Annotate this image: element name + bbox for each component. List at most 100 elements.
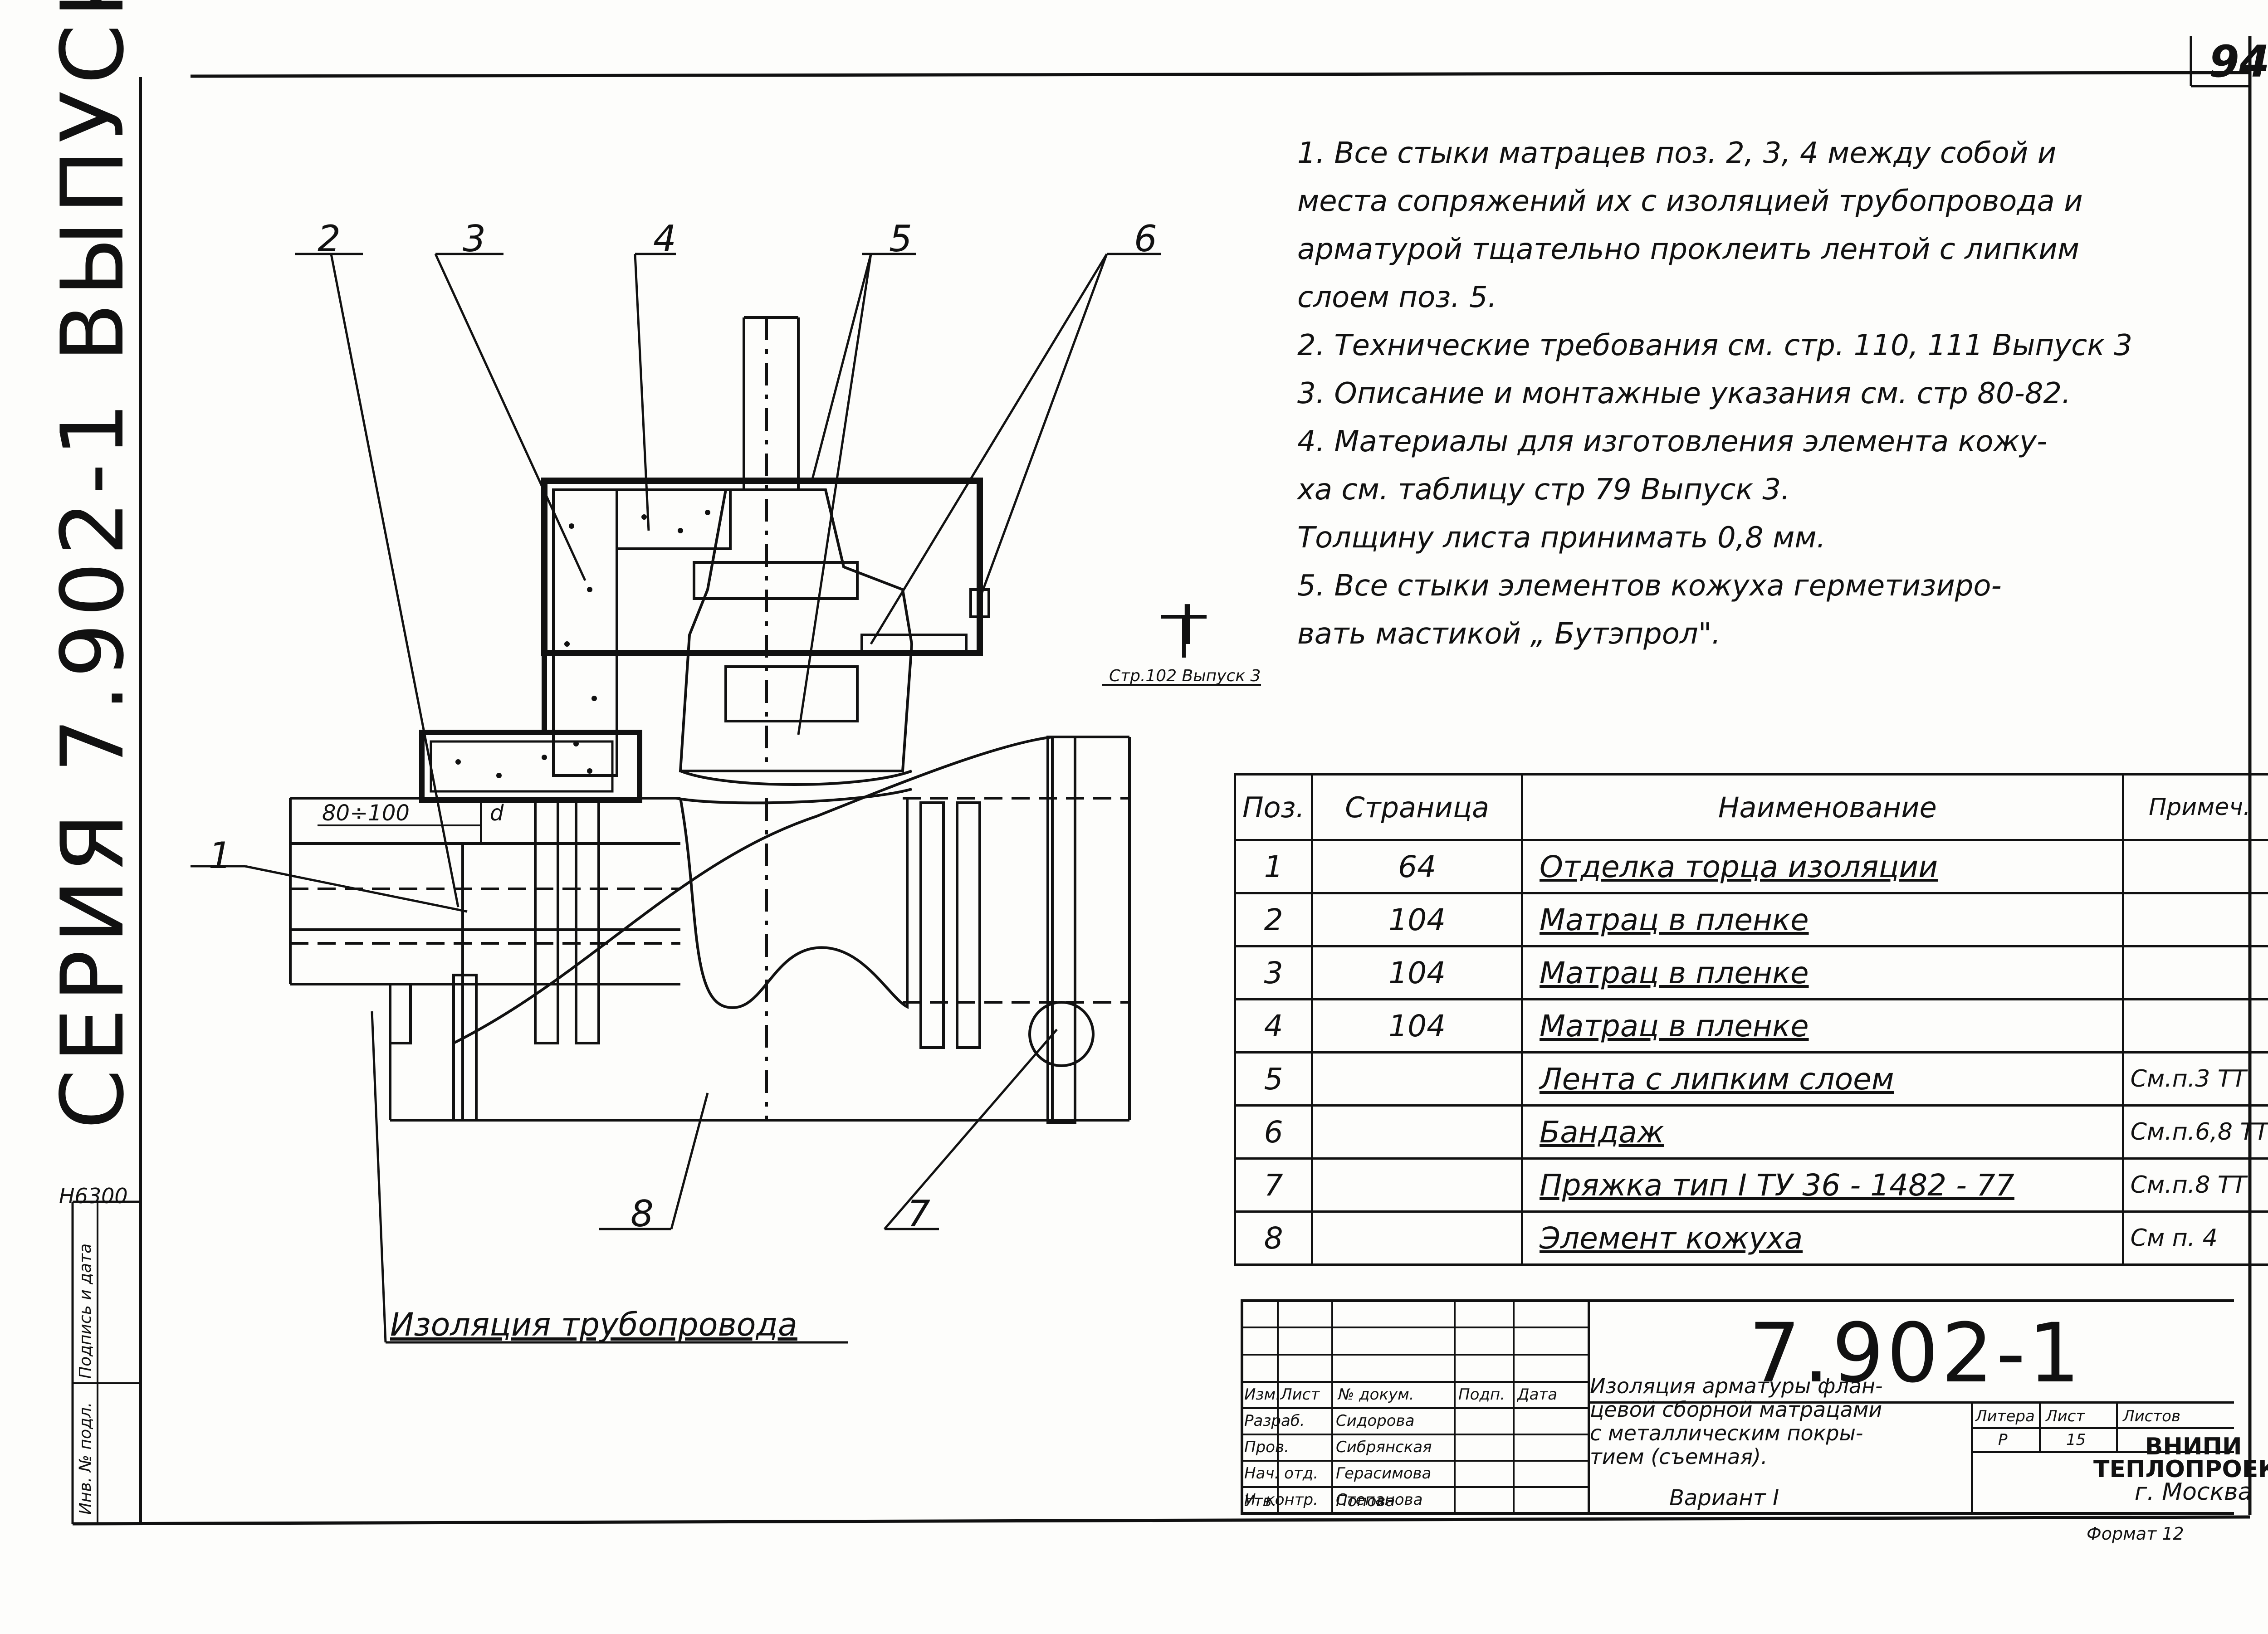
note-line: Толщину листа принимать 0,8 мм. bbox=[1297, 521, 1826, 555]
organization: ВНИПИ ТЕПЛОПРОЕКТ г. Москва bbox=[2093, 1433, 2268, 1506]
callout-2: 2 bbox=[318, 218, 341, 260]
drawing-variant: Вариант I bbox=[1669, 1485, 1779, 1511]
note-line: 4. Материалы для изготовления элемента к… bbox=[1297, 425, 2048, 458]
spec-cell-name: Матрац в пленке bbox=[1521, 892, 2124, 947]
tb-header-date: Дата bbox=[1517, 1385, 1558, 1404]
section-mark: I bbox=[1179, 594, 1196, 657]
table-row: 3 104 Матрац в пленке bbox=[1233, 945, 2268, 1000]
spec-header-name: Наименование bbox=[1521, 773, 2124, 841]
tb-role: Н. контр. bbox=[1244, 1491, 1318, 1509]
callout-4: 4 bbox=[653, 218, 676, 260]
spec-cell-page: 104 bbox=[1311, 998, 1524, 1054]
spec-cell-name: Пряжка тип I ТУ 36 - 1482 - 77 bbox=[1521, 1157, 2124, 1213]
callout-1: 1 bbox=[209, 834, 232, 877]
spec-cell-note bbox=[2121, 945, 2268, 1000]
note-line: вать мастикой „ Бутэпрол". bbox=[1297, 617, 1721, 651]
callout-7: 7 bbox=[907, 1193, 930, 1235]
spec-header-row: Поз. Страница Наименование Примеч. bbox=[1233, 773, 2268, 841]
spec-cell-pos: 8 bbox=[1233, 1210, 1314, 1266]
table-row: 1 64 Отделка торца изоляции bbox=[1233, 839, 2268, 894]
note-line: 2. Технические требования см. стр. 110, … bbox=[1297, 329, 2132, 362]
org-line: ВНИПИ bbox=[2145, 1433, 2242, 1460]
tb-role: Нач. отд. bbox=[1244, 1464, 1319, 1483]
table-row: 7 Пряжка тип I ТУ 36 - 1482 - 77 См.п.8 … bbox=[1233, 1157, 2268, 1213]
spec-cell-pos: 7 bbox=[1233, 1157, 1314, 1213]
spec-cell-note: См.п.3 ТТ bbox=[2121, 1051, 2268, 1107]
spec-cell-page bbox=[1311, 1157, 1524, 1213]
inventory-code: Н6300 bbox=[59, 1184, 128, 1208]
org-line: ТЕПЛОПРОЕКТ bbox=[2093, 1456, 2268, 1483]
tb-header-list: Лист bbox=[1281, 1385, 1320, 1404]
note-line: слоем поз. 5. bbox=[1297, 281, 1497, 314]
spec-cell-pos: 6 bbox=[1233, 1104, 1314, 1160]
tb-header-sign: Подп. bbox=[1458, 1385, 1505, 1404]
document-code: 7.902-1 bbox=[1749, 1306, 2083, 1401]
tb-stage-value: Р bbox=[1998, 1431, 2008, 1449]
spec-cell-page: 64 bbox=[1311, 839, 1524, 894]
spec-cell-pos: 5 bbox=[1233, 1051, 1314, 1107]
spec-cell-note: См.п.6,8 ТТ bbox=[2121, 1104, 2268, 1160]
table-row: 8 Элемент кожуха См п. 4 bbox=[1233, 1210, 2268, 1266]
spec-cell-name: Элемент кожуха bbox=[1521, 1210, 2124, 1266]
callout-5: 5 bbox=[889, 218, 912, 260]
tb-person: Сибрянская bbox=[1336, 1438, 1432, 1456]
title-block: 7.902-1 Изм. Лист № докум. Подп. Дата Ра… bbox=[1241, 1299, 2268, 1515]
table-row: 6 Бандаж См.п.6,8 ТТ bbox=[1233, 1104, 2268, 1160]
specification-table: Поз. Страница Наименование Примеч. 1 64 … bbox=[1233, 773, 2268, 1266]
callout-8: 8 bbox=[631, 1193, 654, 1235]
spec-cell-page: 104 bbox=[1311, 945, 1524, 1000]
table-row: 4 104 Матрац в пленке bbox=[1233, 998, 2268, 1054]
callout-3: 3 bbox=[463, 218, 486, 260]
spec-cell-note bbox=[2121, 892, 2268, 947]
tb-person: Степанова bbox=[1336, 1491, 1423, 1509]
table-row: 5 Лента с липким слоем См.п.3 ТТ bbox=[1233, 1051, 2268, 1107]
spec-cell-note: См.п.8 ТТ bbox=[2121, 1157, 2268, 1213]
tb-header-izm: Изм. bbox=[1244, 1385, 1281, 1404]
spec-header-page: Страница bbox=[1311, 773, 1524, 841]
spec-cell-page bbox=[1311, 1104, 1524, 1160]
note-line: арматурой тщательно проклеить лентой с л… bbox=[1297, 233, 2080, 266]
note-line: места сопряжений их с изоляцией трубопро… bbox=[1297, 185, 2083, 218]
tb-role-approve: Утв. bbox=[1244, 1492, 1277, 1510]
note-line: ха см. таблицу стр 79 Выпуск 3. bbox=[1297, 473, 1790, 507]
spec-cell-page bbox=[1311, 1051, 1524, 1107]
org-line: г. Москва bbox=[2134, 1478, 2253, 1506]
spec-cell-name: Бандаж bbox=[1521, 1104, 2124, 1160]
spec-cell-pos: 1 bbox=[1233, 839, 1314, 894]
note-line: 3. Описание и монтажные указания см. стр… bbox=[1297, 377, 2071, 410]
tb-person: Герасимова bbox=[1336, 1464, 1432, 1483]
table-row: 2 104 Матрац в пленке bbox=[1233, 892, 2268, 947]
spec-cell-note: См п. 4 bbox=[2121, 1210, 2268, 1266]
pipe-insulation-label: Изоляция трубопровода bbox=[390, 1306, 797, 1343]
spec-cell-name: Матрац в пленке bbox=[1521, 998, 2124, 1054]
tb-person-approve: Попова bbox=[1336, 1492, 1395, 1510]
spec-cell-name: Отделка торца изоляции bbox=[1521, 839, 2124, 894]
tb-sheet-value: 15 bbox=[2066, 1431, 2086, 1449]
spec-header-note: Примеч. bbox=[2121, 773, 2268, 841]
spec-cell-page bbox=[1311, 1210, 1524, 1266]
tb-role: Разраб. bbox=[1244, 1412, 1305, 1430]
callout-6: 6 bbox=[1134, 218, 1157, 260]
spec-cell-pos: 3 bbox=[1233, 945, 1314, 1000]
page-number: 94 bbox=[2209, 36, 2268, 87]
tb-sheets-label: Листов bbox=[2123, 1407, 2181, 1425]
sheet-format: Формат 12 bbox=[2087, 1524, 2184, 1544]
spec-cell-note bbox=[2121, 998, 2268, 1054]
spec-cell-pos: 2 bbox=[1233, 892, 1314, 947]
tb-stage-label: Литера bbox=[1975, 1407, 2035, 1425]
dimension-d: d bbox=[490, 800, 504, 826]
spec-cell-page: 104 bbox=[1311, 892, 1524, 947]
spec-header-pos: Поз. bbox=[1233, 773, 1314, 841]
spec-cell-name: Матрац в пленке bbox=[1521, 945, 2124, 1000]
spec-cell-name: Лента с липким слоем bbox=[1521, 1051, 2124, 1107]
spec-cell-pos: 4 bbox=[1233, 998, 1314, 1054]
drawing-name: Изоляция арматуры флан- цевой сборной ма… bbox=[1590, 1374, 1883, 1469]
tb-header-doc: № докум. bbox=[1338, 1385, 1414, 1404]
note-line: 1. Все стыки матрацев поз. 2, 3, 4 между… bbox=[1297, 137, 2057, 170]
note-line: 5. Все стыки элементов кожуха герметизир… bbox=[1297, 569, 2002, 603]
tb-role: Пров. bbox=[1244, 1438, 1289, 1456]
notes-block: 1. Все стыки матрацев поз. 2, 3, 4 между… bbox=[1297, 129, 2227, 658]
